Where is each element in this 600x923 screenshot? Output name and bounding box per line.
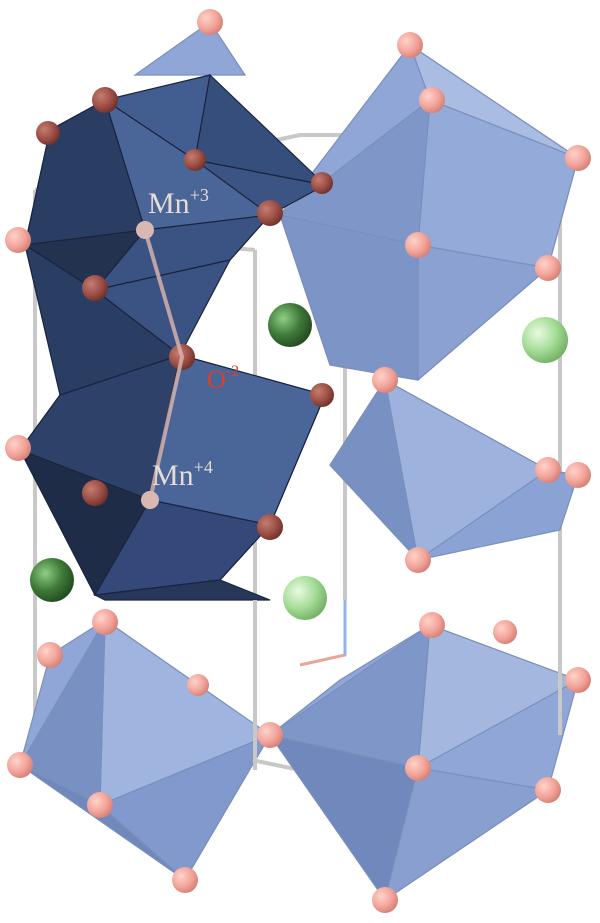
oxygen-label: O-2 (207, 363, 239, 394)
oxygen-sphere (82, 275, 108, 301)
oxygen-sphere (535, 255, 561, 281)
octahedron-lower-dark (92, 579, 271, 601)
cation-sphere (268, 303, 312, 347)
oxygen-sphere (405, 547, 431, 573)
oxygen-sphere (257, 722, 283, 748)
oxygen-sphere (82, 480, 108, 506)
oxygen-sphere (405, 755, 431, 781)
unit-cell-front-edges (253, 600, 562, 770)
oxygen-sphere (372, 367, 398, 393)
oxygen-sphere (257, 200, 283, 226)
oxygen-sphere (405, 232, 431, 258)
oxygen-sphere (187, 674, 209, 696)
a-site-cations (30, 303, 568, 620)
oxygen-sphere (172, 867, 198, 893)
oxygen-sphere (184, 149, 206, 171)
oxygen-sphere (535, 457, 561, 483)
oxygen-sphere (197, 9, 223, 35)
oxygen-sphere (37, 642, 63, 668)
cation-sphere (522, 317, 568, 363)
oxygen-sphere (565, 667, 591, 693)
mn4-label: Mn+4 (152, 457, 213, 492)
oxygen-sphere (92, 609, 118, 635)
oxygen-sphere (311, 172, 333, 194)
oxygen-sphere (565, 462, 591, 488)
oxygen-sphere (493, 620, 517, 644)
oxygen-sphere (372, 887, 398, 913)
oxygen-sphere (419, 87, 445, 113)
oxygen-sphere (419, 612, 445, 638)
oxygen-atoms-light (5, 9, 591, 913)
octahedron-top-peak (133, 21, 247, 76)
oxygen-sphere (87, 792, 113, 818)
oxygen-sphere (535, 777, 561, 803)
cation-sphere (283, 576, 327, 620)
oxygen-sphere (36, 121, 60, 145)
oxygen-sphere (5, 435, 31, 461)
mn3-label: Mn+3 (148, 185, 209, 220)
oxygen-sphere (5, 227, 31, 253)
oxygen-sphere (397, 32, 423, 58)
oxygen-sphere (7, 752, 33, 778)
oxygen-sphere (92, 87, 118, 113)
oxygen-sphere (565, 145, 591, 171)
cation-sphere (30, 558, 74, 602)
oxygen-sphere (310, 383, 334, 407)
mn-o-mn-bond (143, 228, 184, 502)
mn4-ion-dot (141, 491, 159, 509)
mn3-ion-dot (136, 221, 154, 239)
light-octahedra (19, 21, 580, 902)
oxygen-sphere (257, 514, 283, 540)
